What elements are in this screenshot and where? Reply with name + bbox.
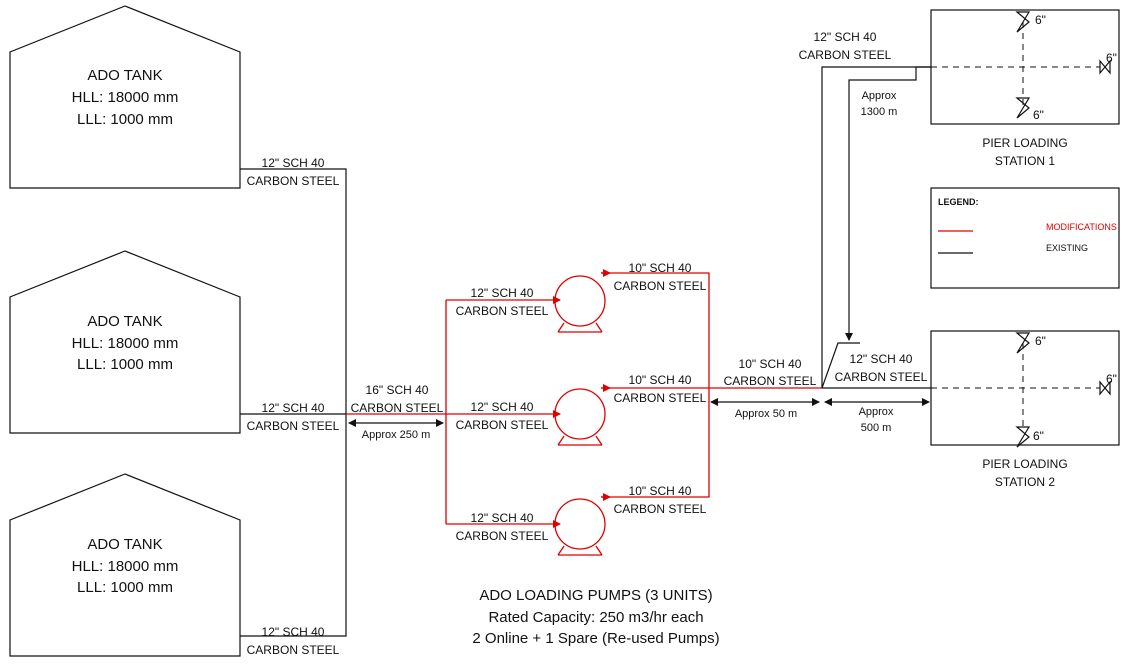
station-2-pipe-size: 12" SCH 40 [850, 352, 913, 366]
pump-1-discharge-size: 10" SCH 40 [629, 261, 692, 275]
ado-tank-3: ADO TANK HLL: 18000 mm LLL: 1000 mm [9, 473, 241, 657]
station-1-name-line2: STATION 1 [995, 154, 1056, 168]
legend-modification-label: MODIFICATIONS [1046, 222, 1117, 232]
station-2-branch-tick [821, 342, 860, 389]
station-2-side-valve-icon [1099, 380, 1111, 396]
pump-2-icon [554, 388, 606, 446]
pump-3-discharge-size: 10" SCH 40 [629, 484, 692, 498]
station-1-internal-lines [931, 22, 1100, 106]
suction-header-size: 16" SCH 40 [366, 383, 429, 397]
pump-1-icon [554, 275, 606, 333]
legend-box [930, 187, 1120, 289]
discharge-header-material: CARBON STEEL [724, 374, 817, 388]
station-2-valve-icons [1015, 332, 1031, 448]
pump-2-suction-material: CARBON STEEL [456, 418, 549, 432]
station-1-side-valve-icon [1099, 59, 1111, 75]
tank-2-outline [9, 250, 241, 434]
tank-3-outline [9, 473, 241, 657]
pier-loading-station-1: 6" 6" 6" PIER LOADING STATION 1 [930, 9, 1120, 168]
pump-3-icon [554, 498, 606, 556]
station-2-valve-top: 6" [1035, 334, 1046, 348]
station-1-name-line1: PIER LOADING [982, 136, 1067, 150]
discharge-header-size: 10" SCH 40 [739, 357, 802, 371]
tank-3-lll: LLL: 1000 mm [77, 579, 173, 596]
pump-2-discharge-size: 10" SCH 40 [629, 373, 692, 387]
discharge-manifold [601, 272, 710, 498]
tank-2-pipe-size: 12" SCH 40 [262, 401, 325, 415]
pump-3-suction-size: 12" SCH 40 [471, 511, 534, 525]
station-1-distance-label: Approx [862, 90, 897, 102]
station-2-valve-right: 6" [1106, 372, 1117, 386]
station-2-distance-value: 500 m [861, 422, 892, 434]
station-2-internal-lines [931, 343, 1100, 427]
tank-3-pipe-material: CARBON STEEL [247, 643, 340, 657]
tank-1-pipe-material: CARBON STEEL [247, 174, 340, 188]
pump-caption-config: 2 Online + 1 Spare (Re-used Pumps) [472, 630, 719, 647]
ado-tank-1: ADO TANK HLL: 18000 mm LLL: 1000 mm [9, 5, 241, 189]
station-1-valve-right: 6" [1106, 51, 1117, 65]
pump-3-suction-material: CARBON STEEL [456, 529, 549, 543]
tank-1-hll: HLL: 18000 mm [72, 89, 179, 106]
pump-2-discharge-material: CARBON STEEL [614, 391, 707, 405]
station-2-valve-bottom: 6" [1033, 429, 1044, 443]
tank-3-hll: HLL: 18000 mm [72, 558, 179, 575]
pump-3-discharge-material: CARBON STEEL [614, 502, 707, 516]
tank-2-hll: HLL: 18000 mm [72, 335, 179, 352]
legend-existing-label: EXISTING [1046, 243, 1088, 253]
station-2-name-line2: STATION 2 [995, 475, 1056, 489]
station-1-pipe-material: CARBON STEEL [799, 48, 892, 62]
tank-2-name: ADO TANK [87, 313, 162, 330]
tank-2-lll: LLL: 1000 mm [77, 356, 173, 373]
pump-caption-title: ADO LOADING PUMPS (3 UNITS) [479, 587, 712, 604]
tank-1-pipe-size: 12" SCH 40 [262, 156, 325, 170]
line-to-station-1 [821, 66, 931, 388]
tank-1-name: ADO TANK [87, 67, 162, 84]
tank-1-outline [9, 5, 241, 189]
legend: LEGEND: MODIFICATIONS EXISTING [930, 187, 1120, 289]
station-2-distance-label: Approx [859, 406, 894, 418]
pump-1-discharge-material: CARBON STEEL [614, 279, 707, 293]
station-1-dimension [845, 66, 931, 341]
station-1-valve-top: 6" [1035, 13, 1046, 27]
station-1-valve-icons [1015, 11, 1031, 119]
pump-1-suction-size: 12" SCH 40 [471, 286, 534, 300]
station-1-valve-bottom: 6" [1033, 108, 1044, 122]
suction-header-distance: Approx 250 m [362, 429, 430, 441]
suction-header-material: CARBON STEEL [351, 401, 444, 415]
pump-2-suction-size: 12" SCH 40 [471, 400, 534, 414]
pump-caption-capacity: Rated Capacity: 250 m3/hr each [488, 609, 703, 626]
legend-title: LEGEND: [938, 197, 979, 207]
tank-2-pipe-material: CARBON STEEL [247, 419, 340, 433]
tank-collector-pipe [240, 168, 347, 637]
station-1-distance-value: 1300 m [861, 106, 898, 118]
tank-3-name: ADO TANK [87, 536, 162, 553]
tank-3-pipe-size: 12" SCH 40 [262, 625, 325, 639]
pump-1-suction-material: CARBON STEEL [456, 304, 549, 318]
station-2-pipe-material: CARBON STEEL [835, 370, 928, 384]
station-2-name-line1: PIER LOADING [982, 457, 1067, 471]
discharge-header-distance: Approx 50 m [735, 408, 797, 420]
station-1-pipe-size: 12" SCH 40 [814, 30, 877, 44]
ado-tank-2: ADO TANK HLL: 18000 mm LLL: 1000 mm [9, 250, 241, 434]
tank-1-lll: LLL: 1000 mm [77, 111, 173, 128]
pier-loading-station-2: 6" 6" 6" PIER LOADING STATION 2 [930, 330, 1120, 489]
